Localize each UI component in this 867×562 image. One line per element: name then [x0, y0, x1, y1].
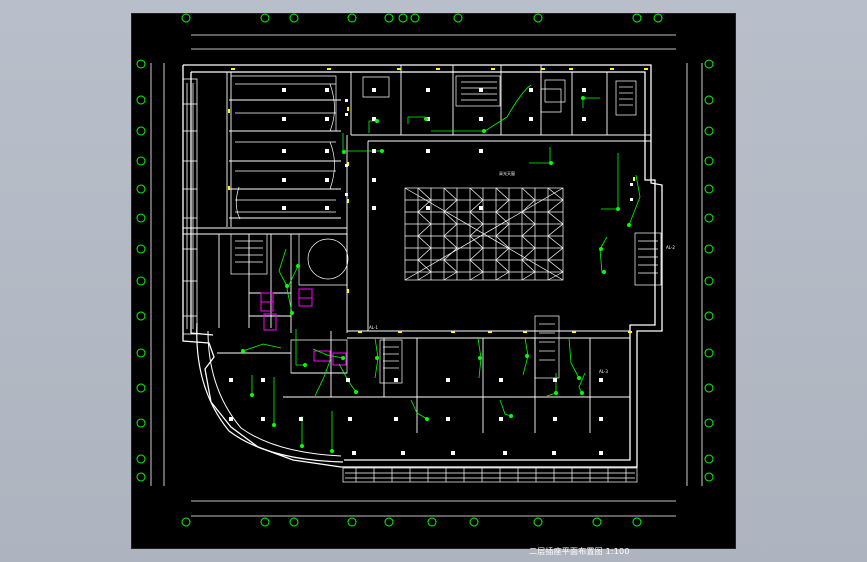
west-panel-label: AL-1 — [369, 325, 378, 330]
drawing-title: 二层插座平面布置图 — [529, 547, 603, 556]
socket-markers — [229, 88, 633, 455]
drawing-scale: 1:100 — [605, 547, 630, 556]
green-outlet-symbols — [241, 96, 631, 453]
parking-bays — [231, 75, 337, 220]
small-labels: 采光天窗 AL-2 AL-1 AL-3 — [369, 170, 675, 374]
skylight-label: 采光天窗 — [499, 170, 515, 176]
electrical-wiring — [242, 84, 641, 451]
shaft-and-toilet-blocks — [290, 76, 562, 374]
outer-walls — [182, 64, 663, 468]
drawing-title-caption: 二层插座平面布置图 1:100 — [529, 547, 630, 557]
yellow-wall-marks — [228, 68, 648, 333]
stairs — [230, 75, 662, 384]
axis-markers — [136, 13, 714, 527]
bottom-facade — [342, 467, 638, 483]
skylight-grid — [404, 187, 564, 281]
magenta-fixtures — [260, 288, 347, 366]
south-panel-label: AL-3 — [599, 369, 608, 374]
interior-walls — [183, 65, 651, 433]
west-corridor — [182, 78, 198, 335]
outer-dimension-lines — [150, 34, 703, 517]
drawing-canvas: 采光天窗 AL-2 AL-1 AL-3 二层插座平面布置图 1:100 — [131, 13, 736, 556]
east-panel-label: AL-2 — [666, 245, 675, 250]
floor-plan: 采光天窗 AL-2 AL-1 AL-3 — [136, 13, 714, 527]
